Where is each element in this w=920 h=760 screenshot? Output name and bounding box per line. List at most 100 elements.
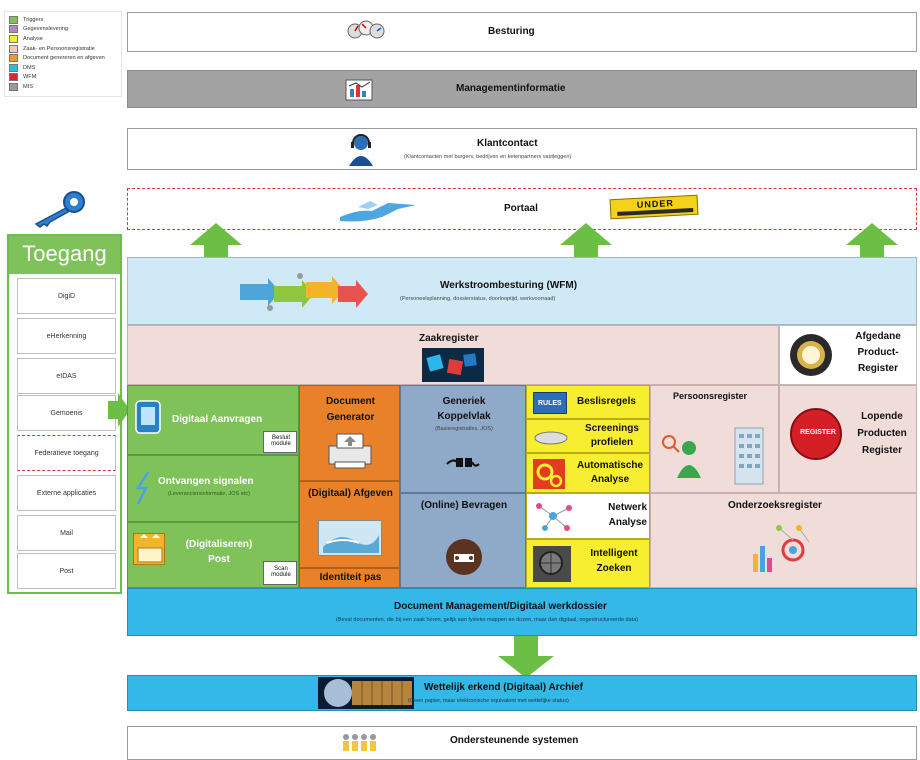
dms-subtitle: (Bevat documenten, die bij een zaak hore… bbox=[336, 617, 639, 623]
workflow-arrows-icon bbox=[240, 273, 368, 311]
scan-module-box: Scan module bbox=[263, 561, 297, 585]
legend-label: Zaak- en Persoonsregistratie bbox=[23, 45, 95, 52]
report-icon bbox=[345, 79, 373, 101]
archief-title: Wettelijk erkend (Digitaal) Archief bbox=[424, 682, 583, 693]
digitaal-aanvragen-label: Digitaal Aanvragen bbox=[172, 414, 263, 425]
digitaliseren-post-label: (Digitaliseren) Post bbox=[185, 539, 253, 565]
onderzoeksregister-label: Onderzoeksregister bbox=[728, 500, 822, 511]
legend-swatch bbox=[9, 63, 18, 72]
lopende-block: REGISTER Lopende Producten Register bbox=[779, 385, 917, 493]
legend-item: WFM bbox=[9, 73, 117, 83]
signal-icon bbox=[135, 471, 150, 505]
legend-label: Gegevenslevering bbox=[23, 26, 69, 33]
seal-badge-icon bbox=[790, 334, 832, 376]
legend-swatch bbox=[9, 15, 18, 24]
intelligent-zoeken-block: Intelligent Zoeken bbox=[526, 539, 650, 588]
online-bevragen-label: (Online) Bevragen bbox=[420, 500, 508, 511]
klantcontact-subtitle: (Klantcontacten met burgers, bedrijven e… bbox=[404, 154, 572, 160]
legend-item: Triggers bbox=[9, 15, 117, 25]
archief-layer: Wettelijk erkend (Digitaal) Archief (Gee… bbox=[127, 675, 917, 711]
besluit-module-label: Besluit module bbox=[271, 435, 291, 447]
generiek-koppelvlak-block: Generiek Koppelvlak (Basisregistraties, … bbox=[400, 385, 526, 493]
online-bevragen-block: (Online) Bevragen bbox=[400, 493, 526, 588]
toegang-item-eherkenning: eHerkenning bbox=[17, 318, 116, 354]
klantcontact-layer: Klantcontact (Klantcontacten met burgers… bbox=[127, 128, 917, 170]
network-icon bbox=[536, 503, 572, 531]
gears-icon bbox=[533, 459, 565, 489]
persoonsregister-block: Persoonsregister bbox=[650, 385, 779, 493]
legend-item: Zaak- en Persoonsregistratie bbox=[9, 44, 117, 54]
legend-swatch bbox=[9, 82, 18, 91]
legend-swatch bbox=[9, 54, 18, 63]
arrow-up-icon bbox=[560, 223, 612, 261]
building-icon bbox=[734, 427, 764, 485]
besturing-label: Besturing bbox=[488, 26, 535, 37]
afgedane-block: Afgedane Product-Register bbox=[779, 325, 917, 385]
generiek-koppelvlak-title: Generiek Koppelvlak bbox=[437, 396, 491, 422]
generiek-koppelvlak-subtitle: (Basisregistraties, JOS) bbox=[435, 426, 493, 432]
netwerk-analyse-block: Netwerk Analyse bbox=[526, 493, 650, 539]
plug-icon bbox=[446, 458, 480, 467]
headset-person-icon bbox=[349, 134, 373, 166]
wfm-layer: Werkstroombesturing (WFM) (Personeelspla… bbox=[127, 257, 917, 325]
klantcontact-title: Klantcontact bbox=[477, 138, 538, 149]
managementinformatie-layer: Managementinformatie bbox=[127, 70, 917, 108]
key-icon bbox=[34, 191, 85, 228]
search-photo-icon bbox=[533, 546, 571, 582]
digitaal-afgeven-label: (Digitaal) Afgeven bbox=[308, 488, 393, 499]
beslisregels-label: Beslisregels bbox=[577, 396, 636, 407]
ontvangen-signalen-title: Ontvangen signalen bbox=[158, 476, 254, 487]
toegang-item-post: Post bbox=[17, 553, 116, 589]
legend-label: WFM bbox=[23, 74, 37, 81]
legend-item: Gegevenslevering bbox=[9, 25, 117, 35]
afgedane-label: Afgedane Product-Register bbox=[855, 331, 901, 374]
rules-badge-label: RULES bbox=[538, 400, 562, 407]
arrow-right-icon bbox=[108, 393, 130, 427]
portaal-label: Portaal bbox=[504, 203, 538, 214]
document-generator-label: Document Generator bbox=[326, 396, 375, 423]
legend-item: Analyse bbox=[9, 34, 117, 44]
gauges-icon bbox=[347, 20, 385, 39]
legend-label: Document genereren en afgeven bbox=[23, 55, 105, 62]
arrow-up-icon bbox=[190, 223, 242, 261]
toegang-panel: Toegang DigiD eHerkenning eIDAS Gemoenis… bbox=[7, 234, 122, 594]
legend-item: DMS bbox=[9, 63, 117, 73]
legend-swatch bbox=[9, 44, 18, 53]
people-group-icon bbox=[343, 734, 376, 751]
persoonsregister-label: Persoonsregister bbox=[673, 391, 748, 401]
legend-item: Document genereren en afgeven bbox=[9, 53, 117, 63]
legend-label: DMS bbox=[23, 64, 36, 71]
legend-swatch bbox=[9, 25, 18, 34]
archive-image-icon bbox=[318, 677, 414, 709]
digitaal-afgeven-block: (Digitaal) Afgeven bbox=[299, 481, 400, 568]
identiteit-pas-label: Identiteit pas bbox=[319, 572, 382, 583]
cubes-icon bbox=[422, 348, 484, 382]
under-construction-sign: UNDER bbox=[609, 194, 699, 220]
toegang-item-federatieve: Federatieve toegang bbox=[17, 435, 116, 471]
toegang-header: Toegang bbox=[9, 236, 120, 274]
legend-swatch bbox=[9, 34, 18, 43]
intelligent-zoeken-label: Intelligent Zoeken bbox=[590, 548, 638, 574]
wfm-title: Werkstroombesturing (WFM) bbox=[440, 280, 578, 291]
ondersteunende-label: Ondersteunende systemen bbox=[450, 735, 579, 746]
managementinformatie-label: Managementinformatie bbox=[456, 83, 566, 94]
toegang-item-eidas: eIDAS bbox=[17, 358, 116, 394]
onderzoeksregister-block: Onderzoeksregister bbox=[650, 493, 917, 588]
ondersteunende-layer: Ondersteunende systemen bbox=[127, 726, 917, 760]
besturing-layer: Besturing bbox=[127, 12, 917, 52]
automatische-analyse-block: Automatische Analyse bbox=[526, 453, 650, 493]
analytics-icon bbox=[753, 525, 810, 572]
portal-hand-icon bbox=[340, 201, 416, 222]
tablet-icon bbox=[135, 400, 161, 434]
legend-label: Triggers bbox=[23, 16, 44, 23]
screeningsprofielen-block: Screenings profielen bbox=[526, 419, 650, 453]
identiteit-pas-block: Identiteit pas bbox=[299, 568, 400, 588]
toegang-item-gemoenis: Gemoenis bbox=[17, 395, 116, 431]
document-generator-block: Document Generator bbox=[299, 385, 400, 481]
printer-icon bbox=[328, 433, 372, 469]
automatische-analyse-label: Automatische Analyse bbox=[576, 460, 644, 485]
scan-module-label: Scan module bbox=[271, 566, 291, 578]
rules-badge: RULES bbox=[533, 392, 567, 414]
legend-label: Analyse bbox=[23, 35, 43, 42]
portaal-layer: Portaal UNDER bbox=[127, 188, 917, 230]
